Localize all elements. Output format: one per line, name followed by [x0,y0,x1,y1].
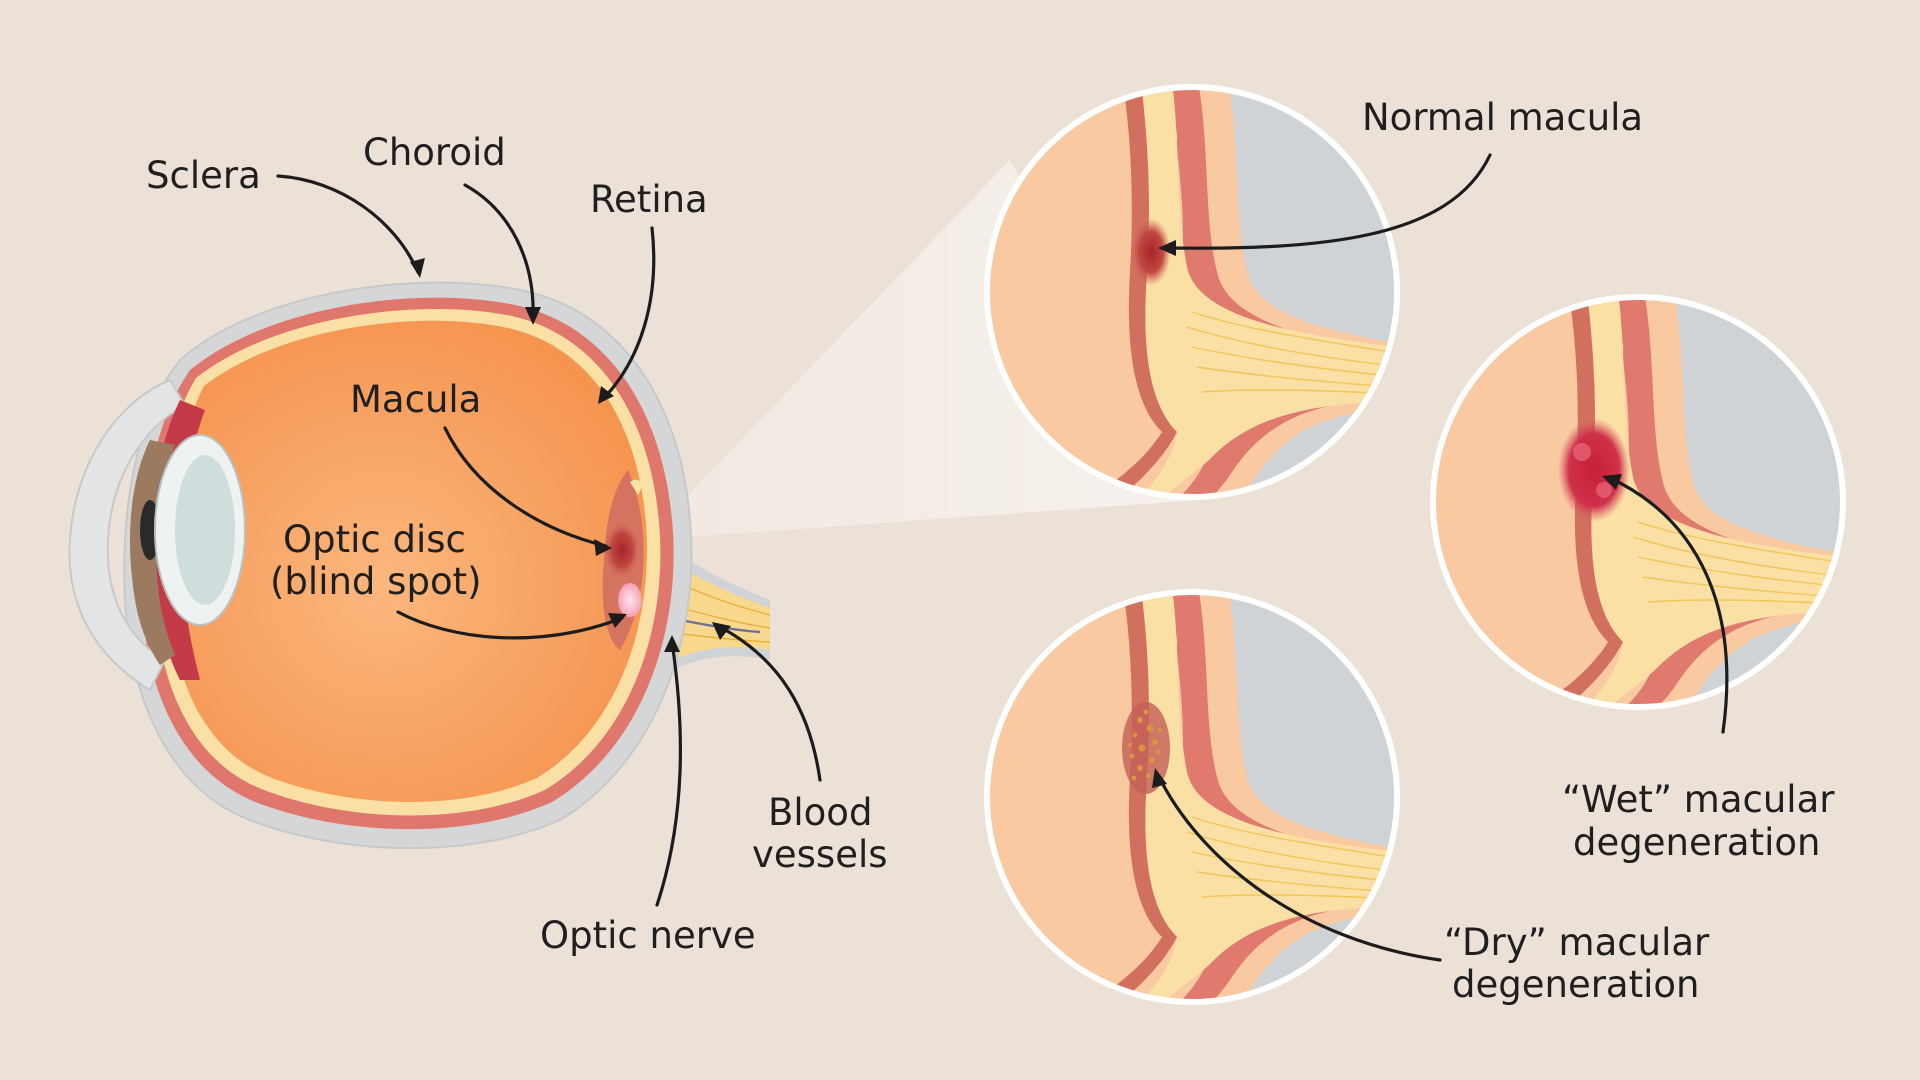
label-normal-macula: Normal macula [1362,96,1643,139]
label-macula: Macula [350,378,481,421]
wet-lesion [1558,418,1630,522]
macula-spot [604,522,640,578]
label-optic-disc: Optic disc [283,518,466,561]
label-dry-line2: degeneration [1452,963,1699,1006]
closeup-dry-macular-degeneration [962,557,1452,1037]
label-retina: Retina [590,178,708,221]
label-blind-spot: (blind spot) [270,560,482,603]
label-vessels: vessels [752,833,888,876]
label-blood: Blood [768,791,872,834]
optic-disc [618,583,642,617]
label-choroid: Choroid [363,131,506,174]
label-wet-line1: “Wet” macular [1562,778,1835,821]
closeup-wet-macular-degeneration [1408,262,1898,742]
label-sclera: Sclera [146,154,261,197]
label-wet-line2: degeneration [1573,821,1820,864]
normal-macula-spot [1131,218,1171,286]
label-dry-line1: “Dry” macular [1444,921,1710,964]
label-optic-nerve: Optic nerve [540,914,756,957]
